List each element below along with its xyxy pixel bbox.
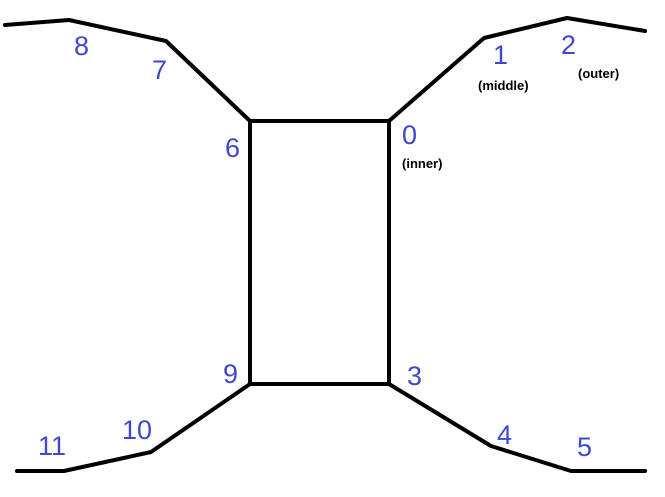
vertex-label-11: 11 [38,431,67,461]
annotation-inner: (inner) [402,156,443,171]
lower-right-arm [387,382,647,473]
vertex-label-2: 2 [561,30,577,60]
vertex-label-6: 6 [225,133,241,163]
center-rectangle [248,119,391,386]
upper-right-arm [387,16,647,123]
vertex-label-5: 5 [577,432,593,462]
annotation-middle: (middle) [478,78,529,93]
vertex-label-7: 7 [152,55,168,85]
upper-left-arm [3,18,252,123]
vertex-label-10: 10 [122,415,153,445]
vertex-label-1: 1 [493,40,509,70]
vertex-label-0: 0 [402,120,418,150]
annotation-outer: (outer) [578,66,620,81]
vertex-label-3: 3 [407,361,423,391]
lower-left-arm [15,382,252,473]
vertex-label-4: 4 [497,420,513,450]
vertex-label-9: 9 [223,359,239,389]
vertex-label-8: 8 [74,31,90,61]
